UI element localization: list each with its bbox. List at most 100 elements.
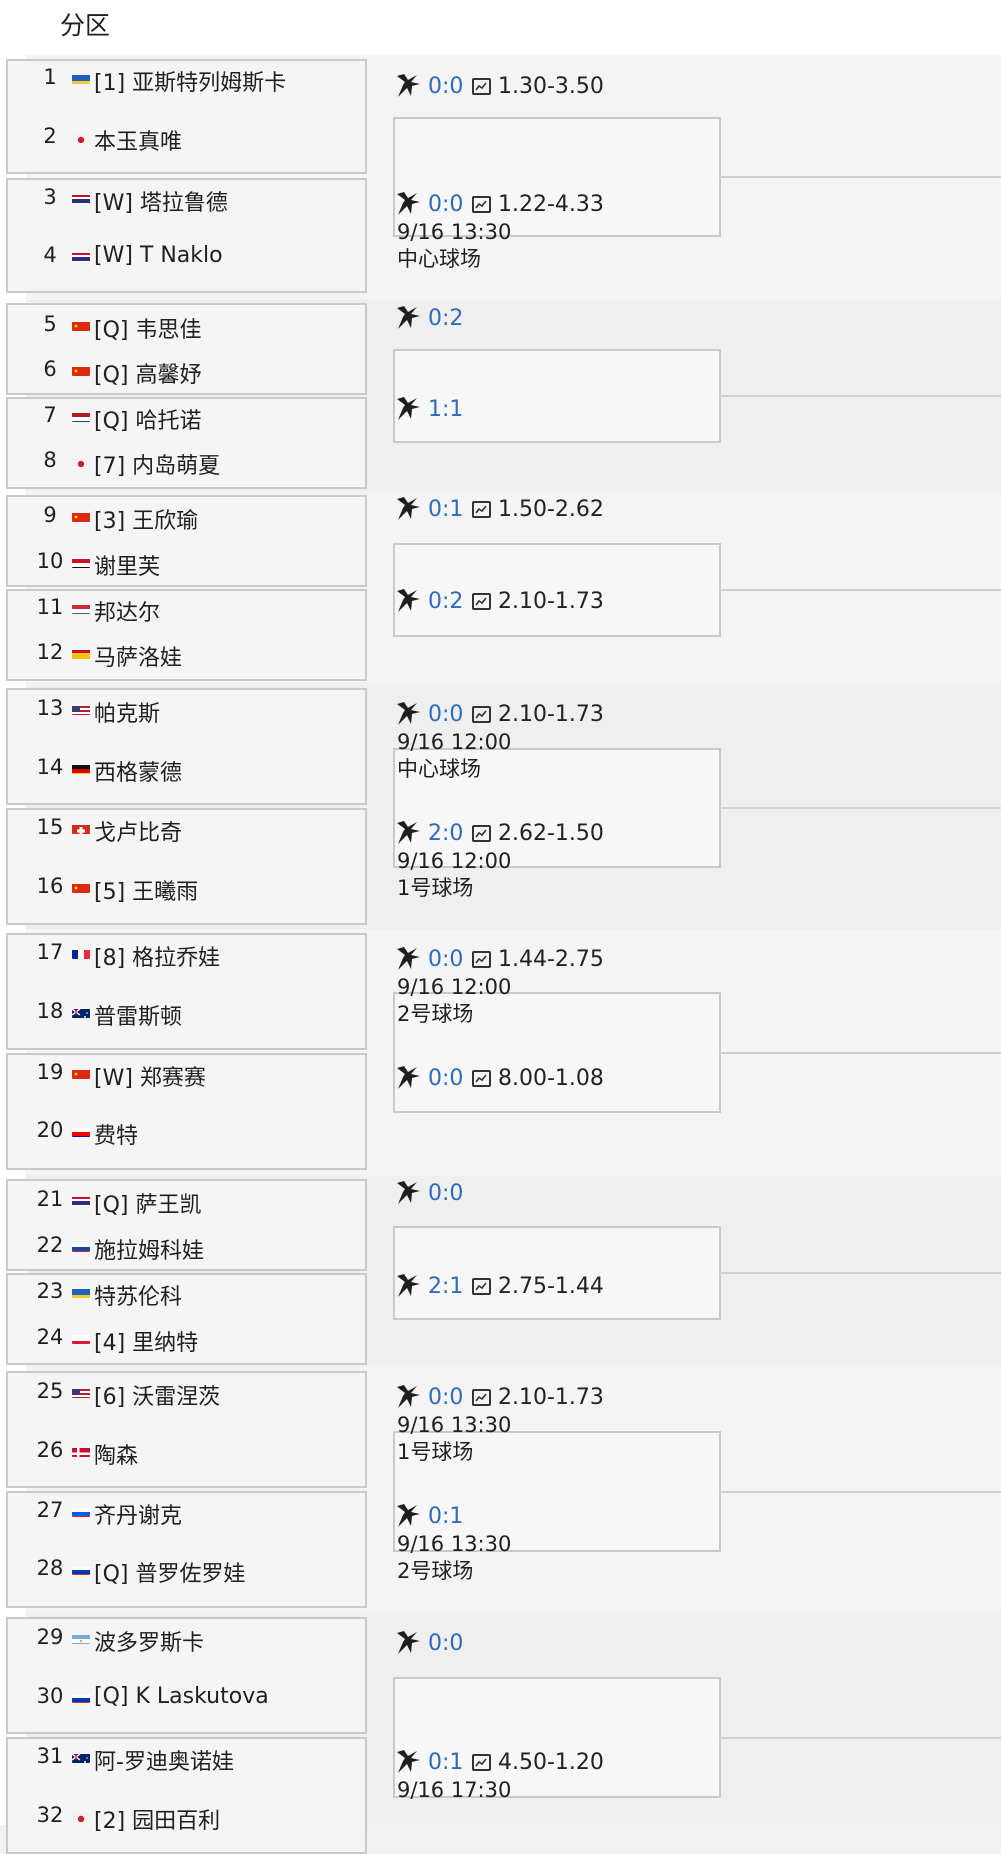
second-round-slot[interactable] — [393, 349, 721, 443]
player-row[interactable]: 3[W] 塔拉鲁德 — [26, 175, 387, 216]
player-name[interactable]: 波多罗斯卡 — [94, 1631, 205, 1656]
player-name[interactable]: [4] 里纳特 — [94, 1331, 199, 1356]
player-name[interactable]: 马萨洛娃 — [94, 646, 183, 671]
player-row[interactable]: 19[W] 郑赛赛 — [26, 1050, 387, 1091]
player-name[interactable]: [7] 内岛萌夏 — [94, 454, 221, 479]
player-row[interactable]: 7[Q] 哈托诺 — [26, 393, 387, 434]
match-score-line[interactable]: 0:0 — [394, 1629, 694, 1659]
player-name[interactable]: 特苏伦科 — [94, 1285, 183, 1310]
player-name[interactable]: [8] 格拉乔娃 — [94, 946, 221, 971]
match-score[interactable]: 0:2 — [428, 589, 464, 614]
match-score[interactable]: 0:0 — [428, 702, 464, 727]
player-name[interactable]: [Q] K Laskutova — [94, 1684, 269, 1709]
first-round-match[interactable] — [6, 303, 367, 395]
player-name[interactable]: 谢里芙 — [94, 555, 161, 580]
match-score-line[interactable]: 1:1 — [394, 395, 694, 425]
second-round-slot[interactable] — [393, 992, 721, 1113]
match-score[interactable]: 0:1 — [428, 497, 464, 522]
second-round-slot[interactable] — [393, 117, 721, 237]
trend-chart-icon[interactable] — [472, 1754, 491, 1771]
match-score[interactable]: 0:1 — [428, 1750, 464, 1775]
player-name[interactable]: [W] 塔拉鲁德 — [94, 191, 228, 216]
player-name[interactable]: [Q] 普罗佐罗娃 — [94, 1562, 246, 1587]
match-score[interactable]: 0:0 — [428, 1385, 464, 1410]
match-score-line[interactable]: 0:2 — [394, 304, 694, 334]
first-round-match[interactable] — [6, 1371, 367, 1488]
player-name[interactable]: [Q] 哈托诺 — [94, 409, 202, 434]
player-row[interactable]: 8[7] 内岛萌夏 — [26, 438, 387, 479]
player-name[interactable]: 普雷斯顿 — [94, 1005, 183, 1030]
player-row[interactable]: 30[Q] K Laskutova — [26, 1674, 387, 1714]
first-round-match[interactable] — [6, 1617, 367, 1734]
second-round-slot[interactable] — [393, 543, 721, 637]
match-score[interactable]: 2:0 — [428, 821, 464, 846]
match-score[interactable]: 0:2 — [428, 306, 464, 331]
player-name[interactable]: [Q] 高馨妤 — [94, 363, 202, 388]
trend-chart-icon[interactable] — [472, 825, 491, 842]
player-row[interactable]: 28[Q] 普罗佐罗娃 — [26, 1546, 387, 1587]
player-name[interactable]: 费特 — [94, 1124, 139, 1149]
second-round-slot[interactable] — [393, 1431, 721, 1552]
player-name[interactable]: 齐丹谢克 — [94, 1504, 183, 1529]
player-row[interactable]: 5[Q] 韦思佳 — [26, 302, 387, 343]
player-row[interactable]: 4[W] T Naklo — [26, 233, 387, 273]
match-score[interactable]: 0:0 — [428, 74, 464, 99]
match-score[interactable]: 0:0 — [428, 947, 464, 972]
player-row[interactable]: 24[4] 里纳特 — [26, 1315, 387, 1356]
player-name[interactable]: 阿-罗迪奥诺娃 — [94, 1750, 234, 1775]
player-name[interactable]: 陶森 — [94, 1444, 139, 1469]
player-name[interactable]: [6] 沃雷涅茨 — [94, 1385, 221, 1410]
trend-chart-icon[interactable] — [472, 951, 491, 968]
trend-chart-icon[interactable] — [472, 1389, 491, 1406]
match-score[interactable]: 0:0 — [428, 192, 464, 217]
player-name[interactable]: [1] 亚斯特列姆斯卡 — [94, 71, 287, 96]
player-row[interactable]: 1[1] 亚斯特列姆斯卡 — [26, 55, 387, 96]
match-score-line[interactable]: 0:0 — [394, 1179, 694, 1209]
first-round-match[interactable] — [6, 589, 367, 681]
trend-chart-icon[interactable] — [472, 78, 491, 95]
first-round-match[interactable] — [6, 495, 367, 587]
player-name[interactable]: [Q] 韦思佳 — [94, 318, 202, 343]
first-round-match[interactable] — [6, 1273, 367, 1365]
first-round-match[interactable] — [6, 1053, 367, 1170]
player-row[interactable]: 16[5] 王曦雨 — [26, 864, 387, 905]
match-score[interactable]: 0:0 — [428, 1631, 464, 1656]
first-round-match[interactable] — [6, 933, 367, 1050]
player-name[interactable]: [W] T Naklo — [94, 243, 223, 268]
match-score[interactable]: 0:0 — [428, 1066, 464, 1091]
match-score[interactable]: 0:1 — [428, 1504, 464, 1529]
second-round-slot[interactable] — [393, 748, 721, 868]
first-round-match[interactable] — [6, 1179, 367, 1271]
second-round-slot[interactable] — [393, 1677, 721, 1798]
player-row[interactable]: 9[3] 王欣瑜 — [26, 493, 387, 534]
first-round-match[interactable] — [6, 178, 367, 293]
match-score[interactable]: 2:1 — [428, 1274, 464, 1299]
trend-chart-icon[interactable] — [472, 593, 491, 610]
player-name[interactable]: 戈卢比奇 — [94, 821, 183, 846]
player-row[interactable]: 32[2] 园田百利 — [26, 1793, 387, 1834]
player-row[interactable]: 21[Q] 萨王凯 — [26, 1177, 387, 1218]
player-row[interactable]: 6[Q] 高馨妤 — [26, 347, 387, 388]
player-row[interactable]: 25[6] 沃雷涅茨 — [26, 1369, 387, 1410]
trend-chart-icon[interactable] — [472, 1070, 491, 1087]
